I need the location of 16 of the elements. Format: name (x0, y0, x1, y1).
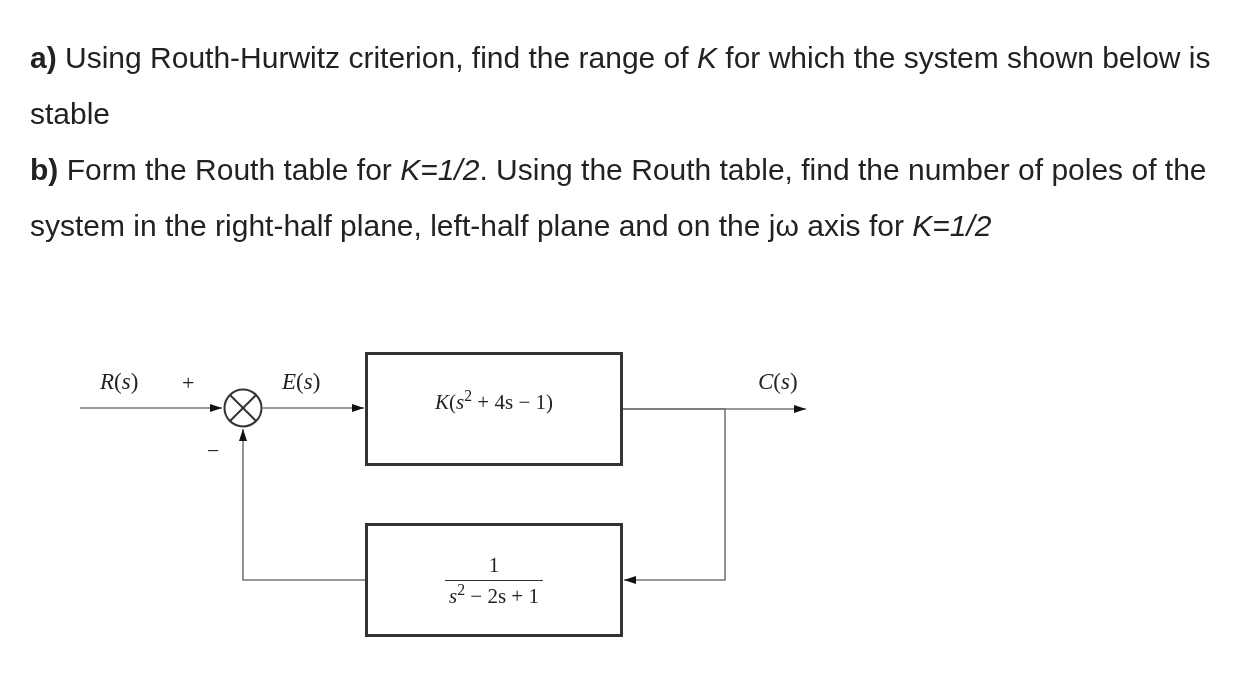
summing-junction (223, 388, 263, 428)
signal-arrow (79, 404, 223, 412)
transfer-function: K(s$^{2}$ + 4s − 1) (435, 387, 553, 417)
signal-label: R(s) (100, 368, 139, 396)
sign-label: − (207, 438, 220, 464)
signal-arrow (262, 404, 365, 412)
question-text: b) Form the Routh table for K=1/2. Using the Routh table, find the number of poles of the system in the right-half plane, left-half plane and on the jω axis for K=1/2 (30, 152, 1208, 244)
signal-arrow (239, 428, 366, 581)
signal-label: E(s) (282, 368, 321, 396)
transfer-function-block (365, 523, 623, 637)
signal-label: C(s) (758, 368, 798, 396)
numerator: 1 (445, 549, 543, 581)
signal-arrow (622, 408, 726, 584)
sign-label: + (182, 370, 195, 396)
transfer-function-block (365, 352, 623, 466)
denominator: s$^{2}$ − 2s + 1 (448, 580, 540, 610)
